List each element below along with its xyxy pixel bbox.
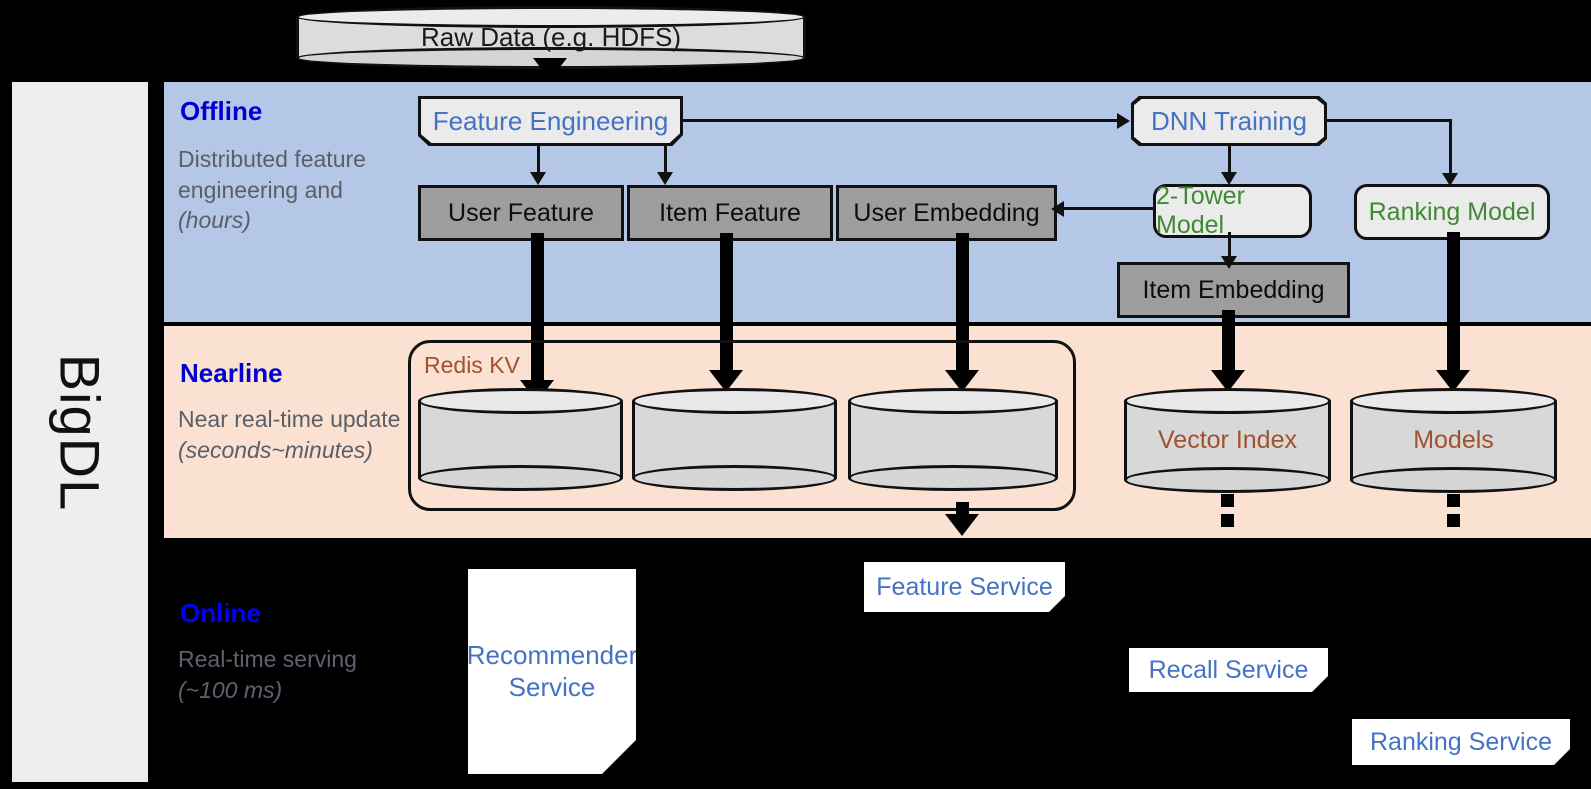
recommender-service-doc[interactable]: Recommender Service — [468, 569, 636, 774]
dash-models-2 — [1447, 514, 1460, 527]
arrowhead-dnn-to-ranking — [1442, 173, 1458, 186]
line-dnn-to-ranking-h — [1325, 119, 1452, 122]
cylinder-bottom — [1124, 467, 1331, 493]
recall-service-doc[interactable]: Recall Service — [1129, 648, 1328, 692]
user-embedding-box: User Embedding — [836, 185, 1057, 241]
cylinder-top — [418, 388, 623, 414]
feature-engineering-label: Feature Engineering — [432, 105, 669, 136]
item-embedding-label: Item Embedding — [1142, 275, 1325, 304]
arrow-rawdata-to-fe-head — [533, 58, 567, 80]
nearline-stage-title: Nearline — [180, 358, 283, 388]
offline-desc-text: Distributed feature engineering and — [178, 146, 366, 203]
flow-item-feature-arrowhead — [709, 370, 743, 392]
flow-user-feature-to-store1 — [531, 233, 544, 388]
ranking-model-label: Ranking Model — [1368, 197, 1536, 226]
two-tower-model-label: 2-Tower Model — [1156, 182, 1245, 239]
redis-kv-container — [408, 340, 1076, 511]
models-label: Models — [1413, 426, 1494, 454]
flow-user-embedding-arrowhead — [945, 370, 979, 392]
line-twotower-to-userembedding — [1064, 207, 1154, 210]
line-twotower-to-itemembedding — [1228, 232, 1231, 258]
vector-index-store: Vector Index — [1124, 388, 1331, 493]
online-stage-title: Online — [180, 598, 261, 628]
redis-store-3-label — [848, 388, 1058, 491]
redis-store-2 — [632, 388, 837, 491]
feature-service-doc[interactable]: Feature Service — [864, 562, 1065, 612]
flow-ranking-model-to-models — [1447, 232, 1460, 378]
nearline-desc-emphasis: (seconds~minutes) — [178, 436, 373, 463]
cylinder-top — [1124, 388, 1331, 414]
arrowhead-dnn-to-twotower — [1221, 172, 1237, 185]
redis-store-3 — [848, 388, 1058, 491]
dash-models-1 — [1447, 494, 1460, 507]
redis-store-1 — [418, 388, 623, 491]
dash-vector-index-2 — [1221, 514, 1234, 527]
flow-redis-to-feature-service-arrowhead — [945, 514, 979, 536]
cylinder-bottom — [1350, 467, 1557, 493]
raw-data-store: Raw Data (e.g. HDFS) — [296, 6, 806, 69]
models-store: Models — [1350, 388, 1557, 493]
item-feature-box: Item Feature — [627, 185, 833, 241]
cylinder-top — [296, 6, 806, 28]
user-feature-label: User Feature — [448, 198, 594, 227]
online-stage-description: Real-time serving (~100 ms) — [178, 644, 408, 705]
flow-item-embedding-arrowhead — [1211, 370, 1245, 392]
cylinder-bottom — [632, 465, 837, 491]
arrowhead-fe-to-user-feature — [530, 172, 546, 185]
offline-stage-description: Distributed feature engineering and (hou… — [178, 144, 408, 236]
online-desc-text: Real-time serving — [178, 646, 357, 672]
offline-desc-emphasis: (hours) — [178, 207, 251, 234]
dnn-training-box-border: DNN Training — [1131, 96, 1327, 146]
feature-service-label: Feature Service — [876, 572, 1053, 601]
flow-item-embedding-to-vector-index — [1222, 310, 1235, 378]
line-fe-to-dnn — [683, 119, 1118, 122]
bigdl-platform-rail: BigDL — [8, 78, 152, 786]
arrowhead-fe-to-dnn — [1117, 113, 1130, 129]
dash-vector-index-1 — [1221, 494, 1234, 507]
arrowhead-fe-to-item-feature — [657, 172, 673, 185]
nearline-stage-description: Near real-time update (seconds~minutes) — [178, 404, 408, 465]
dnn-training-label: DNN Training — [1150, 105, 1308, 136]
offline-stage-title: Offline — [180, 96, 263, 126]
redis-store-2-label — [632, 388, 837, 491]
arrowhead-twotower-to-itemembedding — [1221, 256, 1237, 269]
recall-service-label: Recall Service — [1148, 655, 1309, 684]
two-tower-model-box: 2-Tower Model — [1153, 182, 1312, 239]
nearline-desc-text: Near real-time update — [178, 406, 401, 432]
cylinder-bottom — [848, 465, 1058, 491]
redis-kv-label: Redis KV — [424, 352, 520, 378]
online-desc-emphasis: (~100 ms) — [178, 676, 283, 703]
item-feature-label: Item Feature — [659, 198, 801, 227]
vector-index-label: Vector Index — [1158, 426, 1297, 454]
bigdl-label: BigDL — [48, 353, 112, 511]
line-fe-to-item-feature — [664, 146, 667, 174]
line-dnn-to-ranking-v — [1449, 119, 1452, 175]
flow-ranking-model-arrowhead — [1436, 370, 1470, 392]
ranking-service-label: Ranking Service — [1369, 727, 1553, 756]
user-feature-box: User Feature — [418, 185, 624, 241]
line-fe-to-user-feature — [537, 146, 540, 174]
recommender-service-label: Recommender Service — [466, 639, 638, 702]
raw-data-label: Raw Data (e.g. HDFS) — [420, 22, 682, 52]
ranking-service-doc[interactable]: Ranking Service — [1352, 719, 1570, 765]
line-dnn-to-twotower — [1228, 146, 1231, 174]
cylinder-bottom — [418, 465, 623, 491]
user-embedding-label: User Embedding — [853, 198, 1040, 227]
cylinder-top — [848, 388, 1058, 414]
cylinder-top — [632, 388, 837, 414]
arrowhead-twotower-to-userembedding — [1051, 201, 1064, 217]
redis-store-1-label — [418, 388, 623, 491]
feature-engineering-box-border: Feature Engineering — [418, 96, 683, 146]
cylinder-top — [1350, 388, 1557, 414]
